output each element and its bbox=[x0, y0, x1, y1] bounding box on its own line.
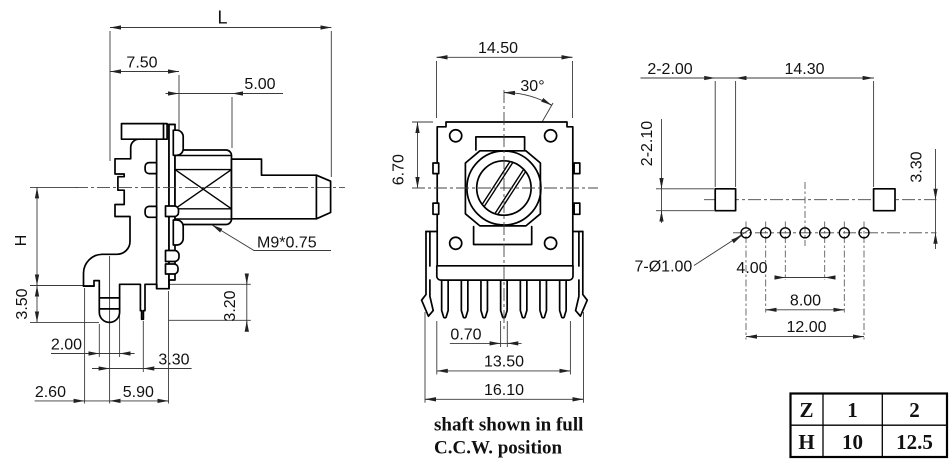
side-housing-outline bbox=[82, 138, 170, 324]
table-h-header: H bbox=[798, 430, 814, 454]
holes-label: 7-Ø1.00 bbox=[635, 259, 693, 276]
bottom-dimension-lines bbox=[640, 75, 938, 339]
thread-label: M9*0.75 bbox=[257, 235, 317, 252]
side-peg-lines bbox=[98, 297, 121, 310]
dim-070-label: 0.70 bbox=[450, 327, 481, 344]
front-legs bbox=[420, 230, 589, 318]
bottom-view: 2-2.00 14.30 2-2.10 3.30 7-Ø1.00 4.00 8.… bbox=[635, 61, 938, 340]
front-flange bbox=[435, 264, 574, 281]
front-body bbox=[412, 90, 598, 331]
front-side-tab bbox=[432, 202, 440, 216]
side-top-cover bbox=[120, 122, 168, 141]
dim-1430-label: 14.30 bbox=[784, 61, 824, 78]
dim-750-label: 7.50 bbox=[126, 55, 157, 72]
front-view: 14.50 30° 6.70 0.70 13.50 16.10 shaft sh… bbox=[391, 40, 598, 459]
front-rivet bbox=[448, 236, 463, 251]
side-crimp-tabs bbox=[144, 129, 185, 275]
front-shaft-slot bbox=[479, 161, 529, 215]
table-z-value-2: 2 bbox=[909, 398, 920, 422]
dim-2x210-label: 2-2.10 bbox=[639, 121, 656, 166]
dim-400-label: 4.00 bbox=[736, 260, 767, 277]
note-line-2: C.C.W. position bbox=[434, 438, 563, 459]
dim-500-label: 5.00 bbox=[244, 76, 275, 93]
dim-330-side-label: 3.30 bbox=[158, 352, 189, 369]
angle-30-label: 30° bbox=[520, 78, 544, 95]
dim-260-label: 2.60 bbox=[35, 384, 66, 401]
front-rivet bbox=[448, 128, 463, 143]
dim-800-label: 8.00 bbox=[790, 292, 821, 309]
spec-table: Z 1 2 H 10 12.5 bbox=[789, 392, 949, 459]
dim-1350-label: 13.50 bbox=[484, 354, 524, 371]
bottom-left-peg bbox=[714, 187, 737, 212]
side-view: L 7.50 5.00 H 3.50 2.00 3.30 2.60 5.90 3… bbox=[13, 8, 345, 404]
table-h-value-1: 10 bbox=[842, 430, 863, 454]
side-dimension-lines bbox=[34, 25, 332, 404]
front-lower-housing bbox=[472, 225, 533, 246]
dim-2x200-label: 2-2.00 bbox=[647, 61, 692, 78]
front-extension-lines bbox=[412, 61, 584, 403]
bottom-centerlines bbox=[704, 182, 937, 340]
dim-320-label: 3.20 bbox=[222, 290, 239, 321]
table-h-value-2: 12.5 bbox=[896, 430, 933, 454]
dim-590-label: 5.90 bbox=[123, 384, 154, 401]
dim-330-bottom-label: 3.30 bbox=[909, 151, 926, 182]
front-plate-strip bbox=[475, 136, 526, 151]
front-rivet bbox=[543, 128, 558, 143]
front-side-tab bbox=[573, 162, 581, 175]
table-z-value-1: 1 bbox=[847, 398, 858, 422]
dim-1450-label: 14.50 bbox=[478, 40, 518, 57]
dim-200-label: 2.00 bbox=[51, 337, 82, 354]
side-extension-lines bbox=[30, 31, 332, 404]
bottom-extension-lines bbox=[656, 81, 875, 212]
dim-l-label: L bbox=[217, 8, 227, 28]
front-side-tab bbox=[432, 162, 440, 175]
side-body bbox=[75, 122, 345, 324]
bottom-right-peg bbox=[872, 187, 896, 212]
bottom-pin-holes bbox=[740, 227, 870, 239]
table-z-header: Z bbox=[799, 398, 813, 422]
front-rivet bbox=[543, 236, 558, 251]
side-shaft bbox=[230, 158, 332, 220]
front-side-tab bbox=[573, 202, 581, 216]
dim-h-label: H bbox=[13, 235, 30, 247]
dim-1200-label: 12.00 bbox=[786, 319, 826, 336]
dim-1610-label: 16.10 bbox=[484, 382, 524, 399]
dim-350-label: 3.50 bbox=[14, 288, 31, 319]
dim-670-label: 6.70 bbox=[391, 154, 408, 185]
side-thread-leader bbox=[211, 224, 331, 251]
front-pins bbox=[440, 279, 567, 319]
note-line-1: shaft shown in full bbox=[434, 415, 583, 436]
